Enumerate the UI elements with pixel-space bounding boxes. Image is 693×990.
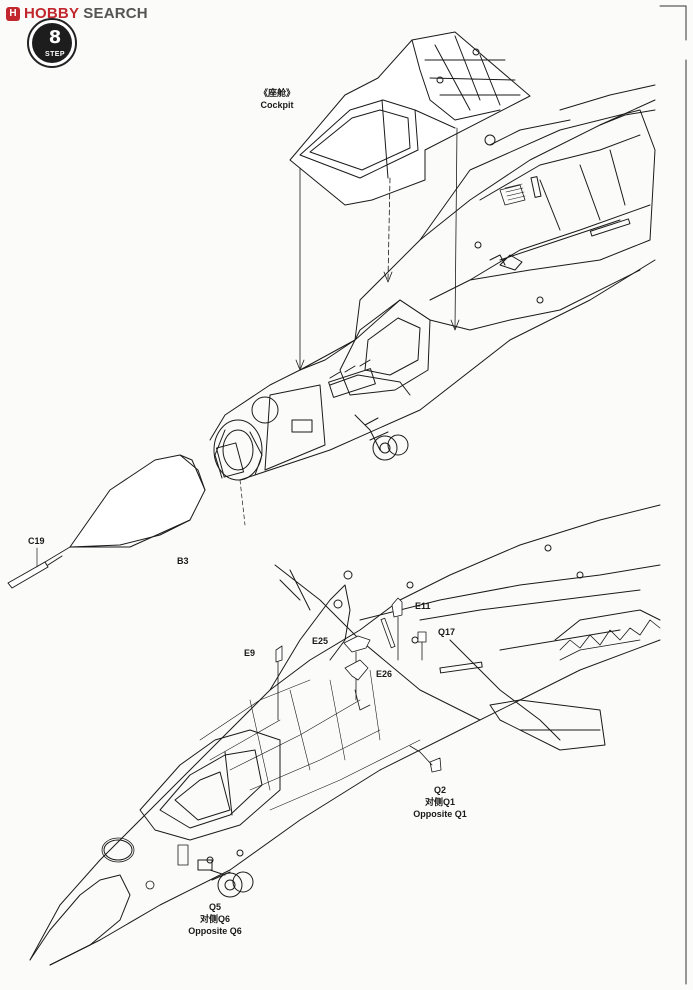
part-label-q17: Q17: [438, 627, 456, 637]
step-number: 8: [48, 27, 62, 48]
step-badge-disc: 8 STEP: [32, 23, 72, 63]
step-badge: 8 STEP: [27, 18, 77, 68]
part-label-q2-cn: 对侧Q1: [424, 797, 455, 807]
nose-cone-b3: [9, 454, 206, 584]
part-label-q5-en: Opposite Q6: [188, 926, 242, 936]
part-label-e25: E25: [312, 636, 329, 646]
part-label-q5-cn: 对侧Q6: [199, 914, 230, 924]
part-label-q2: Q2: [433, 785, 446, 795]
canopy-part: [289, 31, 531, 206]
brand-icon: H: [6, 7, 20, 21]
brand-name-dark: SEARCH: [83, 5, 148, 22]
cockpit-label-en: Cockpit: [260, 100, 294, 110]
part-label-e9: E9: [244, 648, 256, 658]
part-label-c19: C19: [28, 536, 45, 546]
pitot-c19: [7, 555, 63, 589]
wing-hatch: [504, 183, 526, 201]
part-label-e26: E26: [376, 669, 393, 679]
cockpit-label-cn: 《座舱》: [258, 88, 295, 98]
brand-logo: H HOBBY SEARCH: [6, 5, 148, 23]
part-label-q2-en: Opposite Q1: [413, 809, 467, 819]
fuselage-lower: [29, 504, 661, 966]
part-label-b3: B3: [177, 556, 189, 566]
brand-name-red: HOBBY: [24, 5, 79, 22]
part-label-e11: E11: [415, 601, 431, 611]
fuselage-upper: [209, 84, 656, 481]
brand-wordmark: HOBBY SEARCH: [24, 5, 148, 23]
assembly-guide-lines: [239, 127, 460, 526]
step-label: STEP: [45, 51, 65, 58]
page-frame: [659, 5, 687, 985]
parts-callout-lines: [36, 547, 442, 773]
part-label-q5: Q5: [208, 902, 221, 912]
